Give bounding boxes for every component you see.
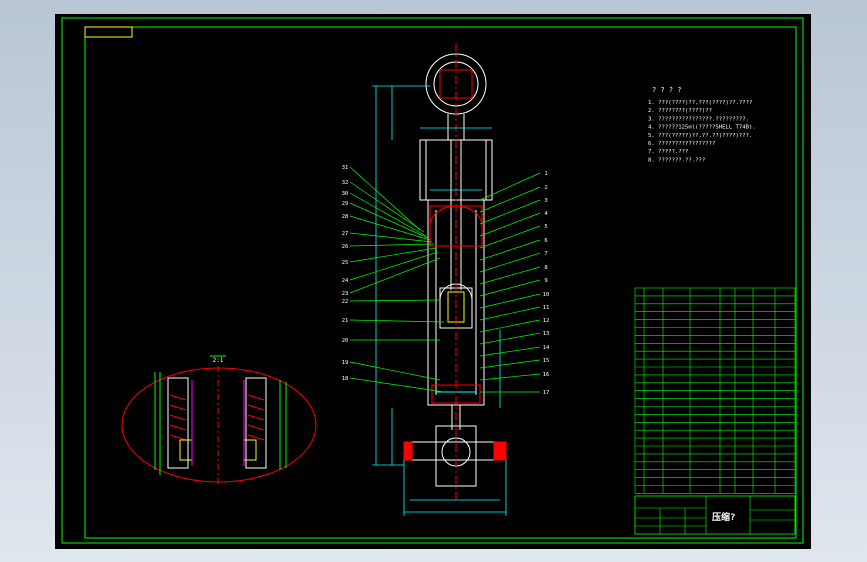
balloon-number: 28	[342, 214, 349, 220]
leader-line	[349, 299, 441, 302]
corner-label-box	[84, 26, 133, 38]
leader-line	[349, 166, 421, 231]
bottom-eye-body	[435, 425, 477, 487]
leader-line	[479, 186, 541, 213]
note-line: 2. ????????(????)??	[648, 108, 712, 114]
note-line: 3. ????????????????.?????????.	[648, 116, 749, 122]
balloon-number: 13	[543, 331, 550, 337]
balloon-number: 7	[544, 251, 547, 257]
balloon-number: 14	[543, 345, 550, 351]
leader-line	[349, 232, 433, 243]
balloon-number: 29	[342, 201, 349, 207]
leader-line	[479, 266, 541, 285]
leader-line	[479, 252, 541, 273]
leader-line	[479, 172, 541, 201]
leader-line	[479, 306, 541, 321]
balloon-number: 15	[543, 358, 550, 364]
balloon-number: 24	[342, 278, 349, 284]
balloon-number: 10	[543, 292, 550, 298]
balloon-number: 21	[342, 318, 349, 324]
leader-line	[479, 239, 541, 261]
balloon-number: 3	[544, 198, 547, 204]
detail-view	[121, 366, 317, 485]
leader-line	[479, 225, 541, 249]
leader-line	[479, 359, 541, 369]
note-line: 8. ???????.??.???	[648, 157, 705, 163]
leader-line	[479, 293, 541, 309]
balloon-number: 23	[342, 291, 349, 297]
leader-line	[479, 346, 541, 357]
balloon-number: 19	[342, 360, 349, 366]
detail-boundary-ellipse	[121, 367, 317, 483]
note-line: 7. ?????.???	[648, 149, 688, 155]
leader-line	[349, 257, 441, 294]
notes-heading: ? ? ? ?	[652, 86, 682, 94]
paper-background	[55, 14, 811, 549]
leader-line	[349, 192, 427, 237]
leader-line	[349, 319, 445, 323]
leader-line	[349, 215, 431, 241]
drawing-title: 压缩?	[712, 511, 735, 523]
balloon-number: 18	[342, 376, 349, 382]
balloon-number: 20	[342, 338, 349, 344]
detail-scale-label: 2:1	[213, 357, 224, 364]
balloon-number: 32	[342, 180, 349, 186]
leader-line	[349, 202, 429, 239]
note-line: 4. ??????125ml(?????SHELL T74B).	[648, 125, 756, 131]
dimension-lines	[372, 85, 507, 516]
leader-line	[349, 181, 425, 233]
leader-line	[479, 332, 541, 345]
technical-notes: ? ? ? ? 1. ???(????)??,???(????)??.???? 2…	[648, 86, 756, 163]
leader-line	[479, 279, 541, 297]
leader-line	[349, 361, 441, 381]
balloon-number: 31	[342, 165, 349, 171]
note-line: 6. ?????????????????	[648, 141, 715, 147]
shock-absorber-view	[403, 44, 507, 500]
balloon-number: 16	[543, 372, 550, 378]
balloon-number: 12	[543, 318, 550, 324]
leader-line	[349, 243, 435, 247]
leader-line	[349, 251, 439, 281]
outer-frame	[61, 17, 804, 544]
balloon-number: 1	[544, 171, 547, 177]
leader-lines-left: 31 32 30 29 28 27 26 25 24 23 22 21 20 19 18	[342, 165, 445, 393]
balloon-number: 5	[544, 224, 547, 230]
balloon-number: 4	[544, 211, 548, 217]
leader-line	[479, 212, 541, 237]
balloon-number: 17	[543, 390, 550, 396]
balloon-number: 25	[342, 260, 349, 266]
note-line: 5. ???(?????)??,??.??(????)???.	[648, 133, 752, 139]
leader-line	[349, 377, 445, 393]
note-line: 1. ???(????)??,???(????)??.????	[648, 100, 752, 106]
balloon-number: 2	[544, 185, 547, 191]
leader-line	[479, 199, 541, 225]
leader-line	[479, 319, 541, 333]
title-block: 压缩?	[634, 495, 796, 535]
leader-line	[479, 373, 541, 381]
balloon-number: 22	[342, 299, 349, 305]
balloon-number: 27	[342, 231, 349, 237]
balloon-number: 26	[342, 244, 349, 250]
inner-frame	[84, 26, 797, 539]
balloon-number: 9	[544, 278, 547, 284]
balloon-number: 11	[543, 305, 550, 311]
leader-line	[349, 247, 437, 263]
balloon-number: 6	[544, 238, 547, 244]
balloon-number: 30	[342, 191, 349, 197]
parts-list-table	[634, 287, 796, 494]
balloon-number: 8	[544, 265, 547, 271]
